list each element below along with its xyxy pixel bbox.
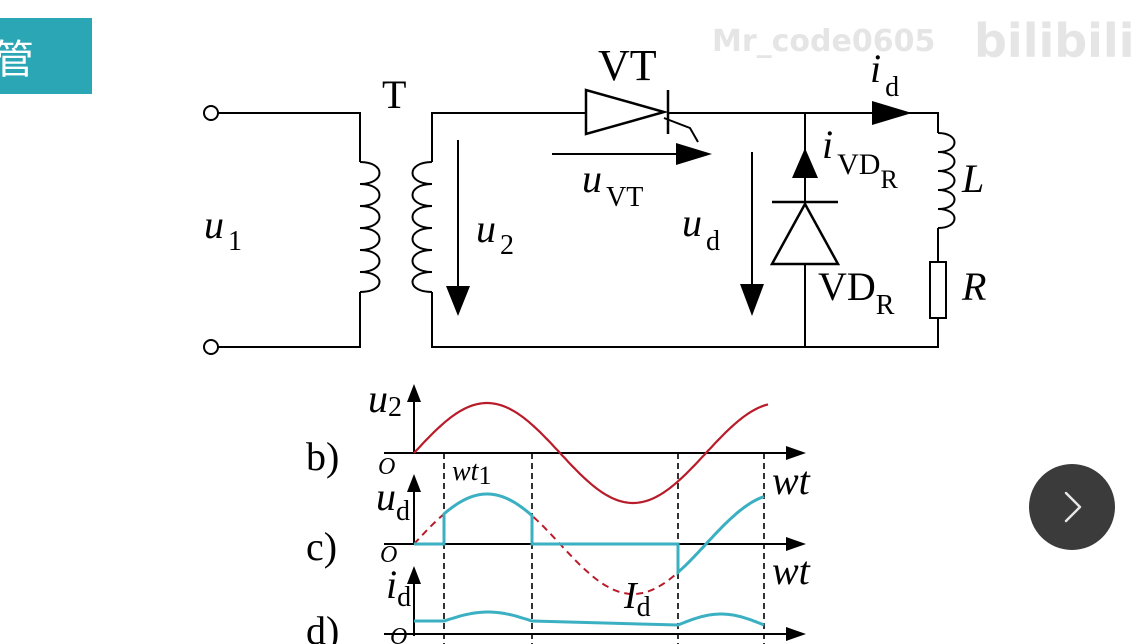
watermark-user: Mr_code0605 — [712, 24, 936, 59]
secondary-coil — [411, 161, 433, 293]
y-label-d: id — [386, 562, 411, 613]
tab-label-text: 管 — [0, 37, 34, 83]
inductor-coil — [937, 132, 956, 229]
watermark: Mr_code0605 bilibili — [712, 14, 1135, 70]
resistor-symbol — [929, 261, 947, 319]
bilibili-logo: bilibili — [974, 14, 1135, 68]
axis-b-x-arrow — [786, 446, 806, 460]
tab-label[interactable]: 管 — [0, 18, 92, 94]
origin-c: O — [380, 542, 397, 568]
circuit-arrows — [446, 101, 912, 316]
circuit-diagram — [203, 88, 956, 355]
tag-c: c) — [306, 524, 337, 569]
ud-arrowhead — [740, 284, 764, 316]
label-inductor: L — [961, 156, 984, 201]
x-label-c: wt — [772, 548, 811, 593]
tag-b: b) — [306, 434, 339, 479]
waveform-labels: b) c) d) u2 ud id wt wt O O O wt1 Id — [306, 376, 811, 644]
axis-c-y-arrow — [407, 474, 421, 492]
u2-arrowhead — [446, 286, 470, 316]
thyristor-symbol — [584, 88, 670, 136]
label-resistor: R — [961, 264, 986, 309]
input-terminal-bottom — [203, 339, 219, 355]
primary-wire — [218, 112, 361, 348]
origin-d: O — [390, 624, 407, 644]
label-thyristor: VT — [598, 41, 657, 90]
label-transformer: T — [382, 72, 406, 117]
u2-curve — [413, 401, 769, 505]
id-arrowhead — [872, 101, 912, 125]
axis-b-y-arrow — [407, 384, 421, 402]
chevron-right-icon — [1064, 491, 1082, 523]
label-diode: VDR — [818, 264, 895, 321]
ivd-arrowhead — [792, 148, 818, 178]
waveform-arrowheads — [407, 384, 806, 641]
next-button[interactable] — [1029, 464, 1115, 550]
y-label-c: ud — [376, 474, 410, 527]
axis-d-x-arrow — [786, 627, 806, 641]
thyristor-gate — [663, 117, 699, 143]
tag-d: d) — [306, 608, 339, 644]
axis-c-x-arrow — [786, 537, 806, 551]
uvt-arrowhead — [676, 143, 712, 165]
x-label-b: wt — [772, 458, 811, 503]
axis-d-y-arrow — [407, 566, 421, 584]
marker-wt1: wt1 — [452, 456, 491, 490]
curve-label-id: Id — [623, 575, 651, 623]
primary-coil — [359, 161, 381, 293]
origin-b: O — [378, 454, 395, 480]
diode-symbol — [769, 200, 841, 266]
secondary-wire — [431, 112, 939, 348]
y-label-b: u2 — [368, 376, 402, 423]
input-terminal-top — [203, 105, 219, 121]
id-curve — [414, 610, 765, 627]
ud-curve — [414, 492, 765, 576]
